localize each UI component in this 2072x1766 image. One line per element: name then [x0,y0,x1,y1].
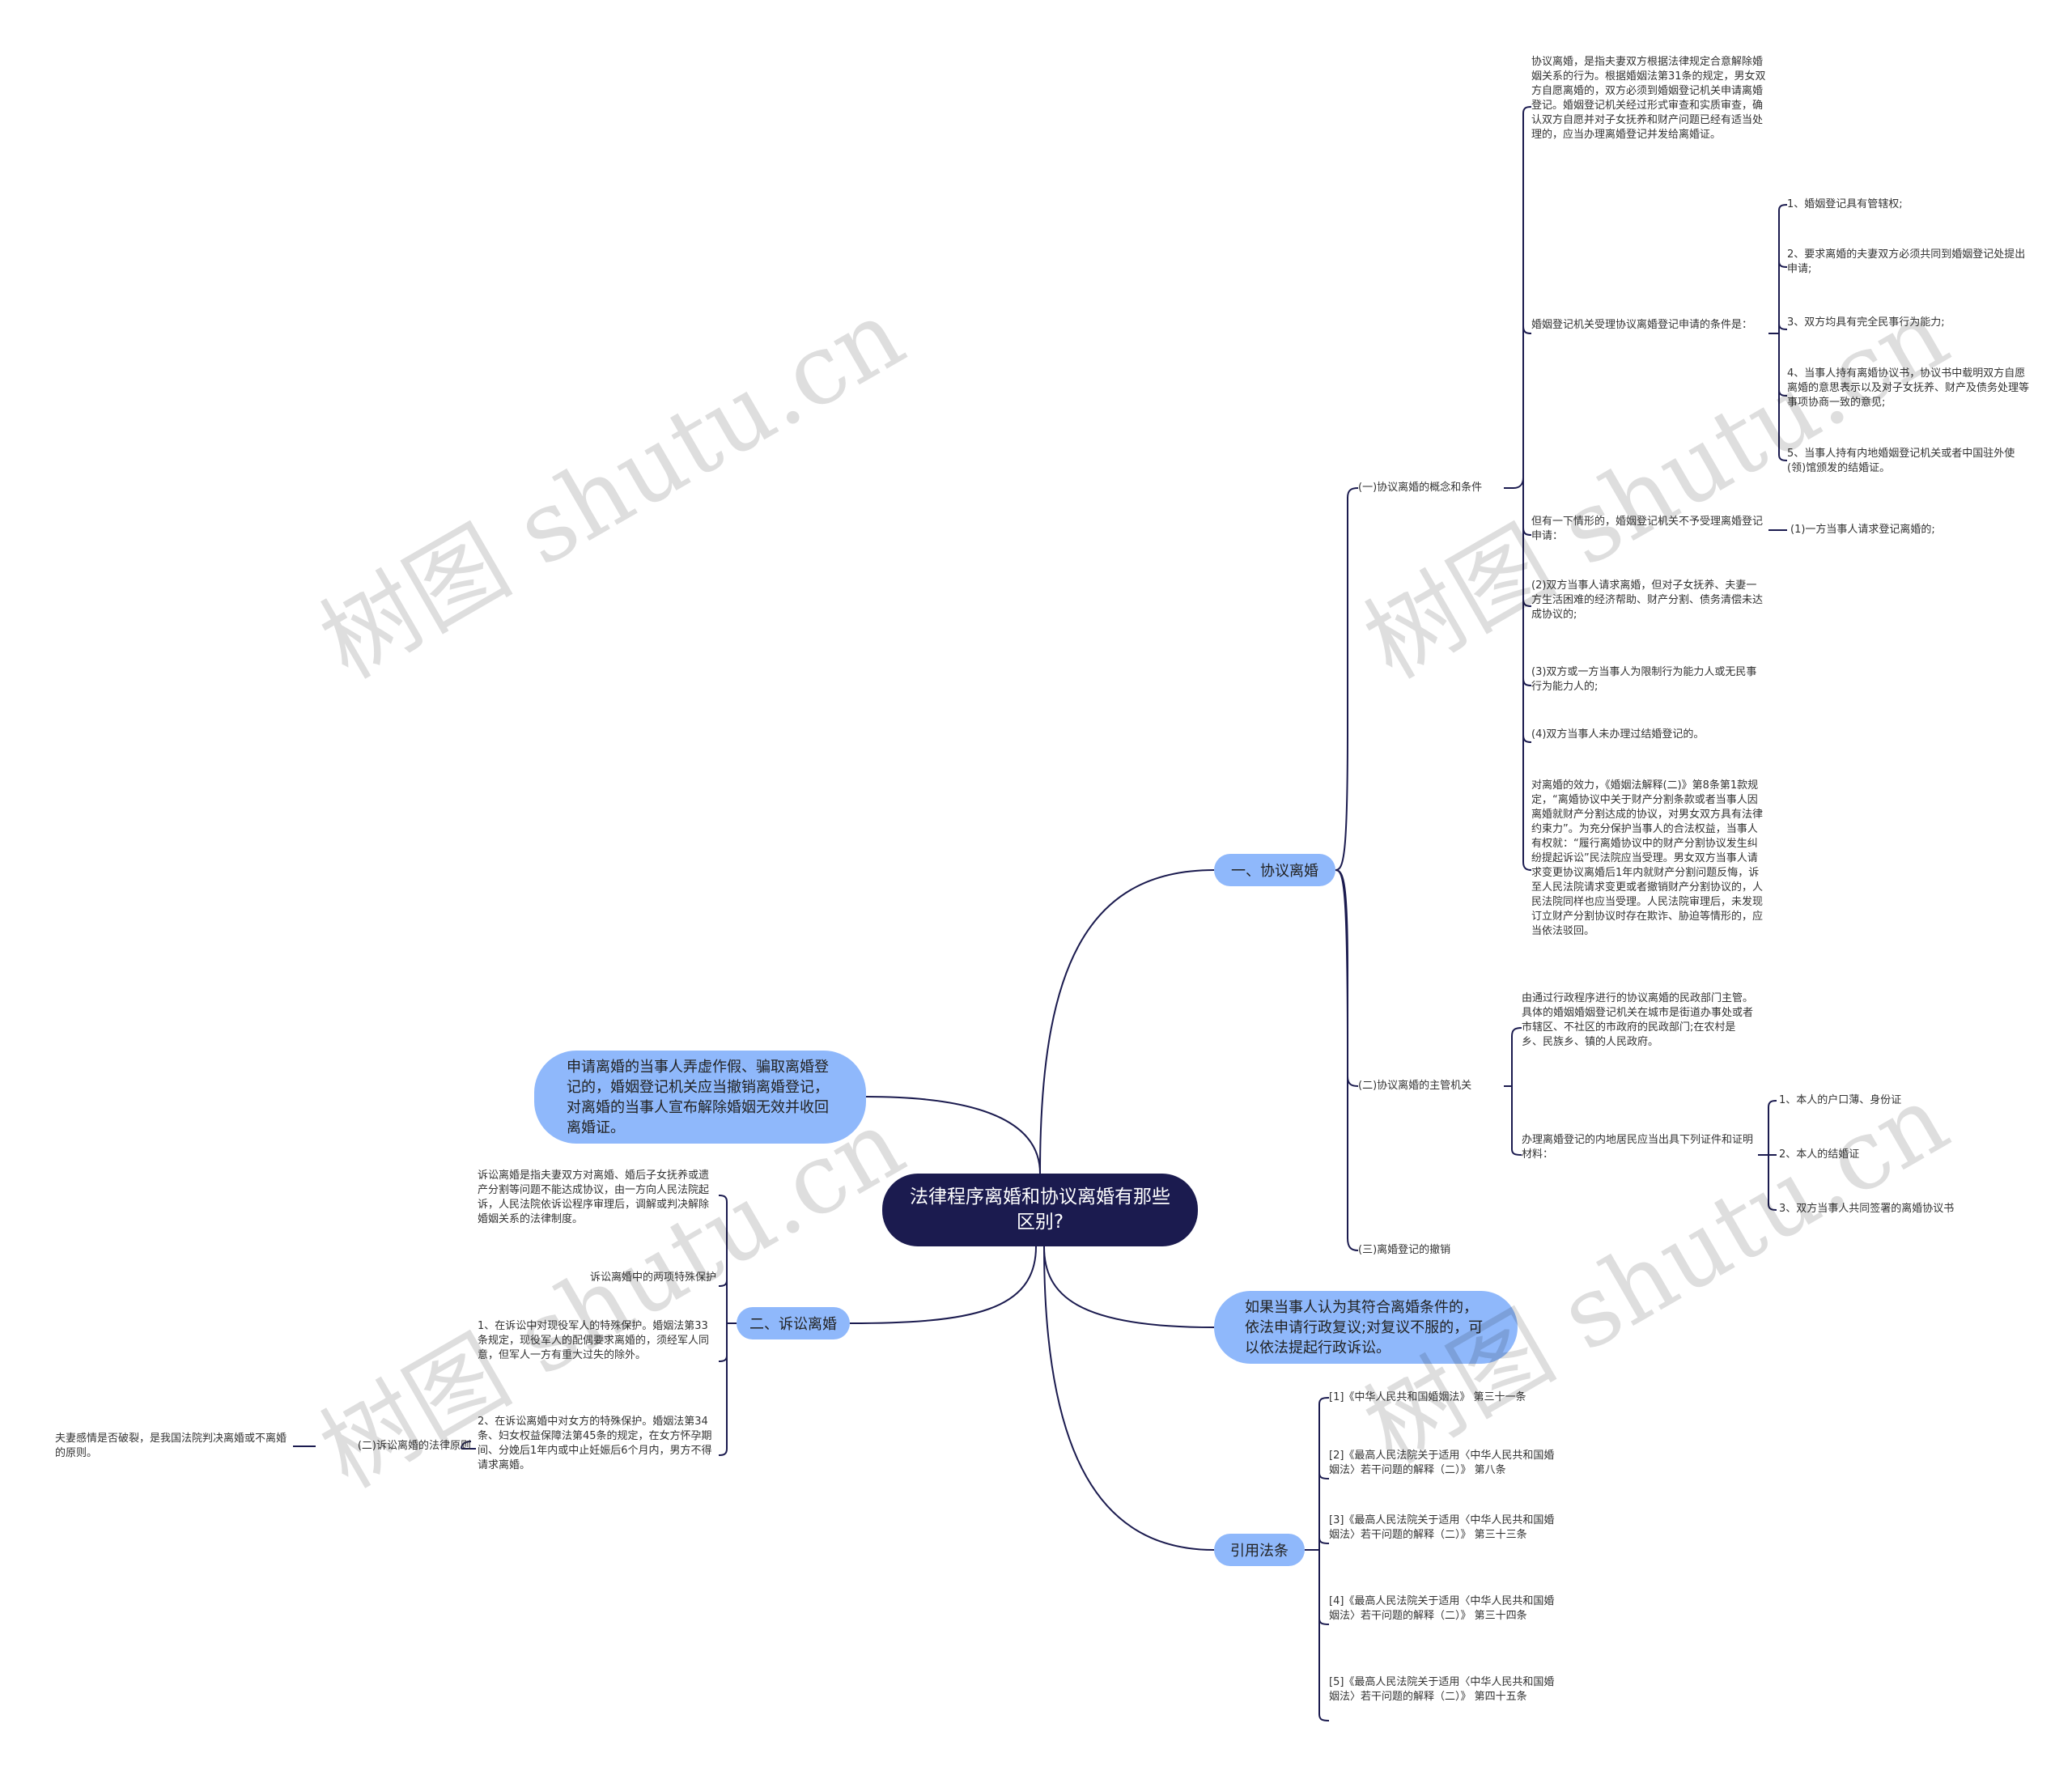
law-ref-item[interactable]: [1]《中华人民共和国婚姻法》 第三十一条 [1329,1391,1526,1403]
appeal-bubble[interactable]: 如果当事人认为其符合离婚条件的，依法申请行政复议;对复议不服的，可以依法提起行政… [1214,1291,1518,1364]
refuse-item-2: (2)双方当事人请求离婚，但对子女抚养、夫妻一方生活困难的经济帮助、财产分割、债… [1531,579,1764,621]
root-topic[interactable]: 法律程序离婚和协议离婚有那些区别? [882,1174,1198,1246]
condition-item: 2、要求离婚的夫妻双方必须共同到婚姻登记处提出申请; [1787,248,2026,275]
revoke-label[interactable]: (三)离婚登记的撤销 [1358,1244,1451,1256]
special-protection-label[interactable]: 诉讼离婚中的两项特殊保护 [589,1271,716,1284]
concept-conditions-label[interactable]: (一)协议离婚的概念和条件 [1358,482,1483,494]
special-protection-military: 1、在诉讼中对现役军人的特殊保护。婚姻法第33条规定，现役军人的配偶要求离婚的，… [478,1320,710,1361]
divorce-effect-text: 对离婚的效力，《婚姻法解释(二)》第8条第1款规定，“离婚协议中关于财产分割条款… [1531,779,1764,937]
refuse-item-4: (4)双方当事人未办理过结婚登记的。 [1531,728,1705,741]
condition-item: 3、双方均具有完全民事行为能力; [1787,316,1945,329]
appeal-text: 如果当事人认为其符合离婚条件的，依法申请行政复议;对复议不服的，可以依法提起行政… [1245,1298,1484,1356]
fraud-revoke-text: 申请离婚的当事人弄虚作假、骗取离婚登记的，婚姻登记机关应当撤销离婚登记，对离婚的… [567,1058,829,1136]
authority-label[interactable]: (二)协议离婚的主管机关 [1358,1080,1472,1092]
condition-item: 4、当事人持有离婚协议书，协议书中载明双方自愿离婚的意思表示以及对子女抚养、财产… [1787,367,2030,409]
condition-item: 5、当事人持有内地婚姻登记机关或者中国驻外使(领)馆颁发的结婚证。 [1787,448,2015,474]
special-protection-female: 2、在诉讼离婚中对女方的特殊保护。婚姻法第34条、妇女权益保障法第45条的规定，… [478,1416,712,1471]
materials-label[interactable]: 办理离婚登记的内地居民应当出具下列证件和证明材料： [1522,1134,1754,1161]
material-item: 3、双方当事人共同签署的离婚协议书 [1779,1203,1955,1215]
branch-agreement-divorce[interactable]: 一、协议离婚 [1214,854,1335,886]
branch-litigation-divorce[interactable]: 二、诉讼离婚 [737,1307,850,1339]
condition-item: 1、婚姻登记具有管辖权; [1787,198,1903,210]
principle-label[interactable]: (二)诉讼离婚的法律原则 [357,1440,471,1452]
principle-text: 夫妻感情是否破裂，是我国法院判决离婚或不离婚的原则。 [55,1433,287,1459]
law-ref-item[interactable]: [4]《最高人民法院关于适用〈中华人民共和国婚姻法〉若干问题的解释（二）》 第三… [1329,1595,1555,1622]
material-item: 1、本人的户口薄、身份证 [1779,1094,1902,1106]
branch-cited-laws[interactable]: 引用法条 [1214,1534,1305,1566]
refuse-item-1: (1)一方当事人请求登记离婚的; [1790,524,1935,536]
law-ref-item[interactable]: [5]《最高人民法院关于适用〈中华人民共和国婚姻法〉若干问题的解释（二）》 第四… [1329,1676,1555,1703]
refuse-label[interactable]: 但有一下情形的，婚姻登记机关不予受理离婚登记申请： [1531,516,1764,542]
concept-definition-text: 协议离婚，是指夫妻双方根据法律规定合意解除婚姻关系的行为。根据婚姻法第31条的规… [1531,56,1766,141]
refuse-item-3: (3)双方或一方当事人为限制行为能力人或无民事行为能力人的; [1531,666,1757,693]
authority-desc: 由通过行政程序进行的协议离婚的民政部门主管。具体的婚姻婚姻登记机关在城市是街道办… [1522,992,1754,1048]
material-item: 2、本人的结婚证 [1779,1148,1860,1161]
fraud-revoke-bubble[interactable]: 申请离婚的当事人弄虚作假、骗取离婚登记的，婚姻登记机关应当撤销离婚登记，对离婚的… [534,1051,866,1144]
law-ref-item[interactable]: [2]《最高人民法院关于适用〈中华人民共和国婚姻法〉若干问题的解释（二）》 第八… [1329,1450,1555,1476]
conditions-label[interactable]: 婚姻登记机关受理协议离婚登记申请的条件是： [1531,319,1753,331]
law-ref-item[interactable]: [3]《最高人民法院关于适用〈中华人民共和国婚姻法〉若干问题的解释（二）》 第三… [1329,1514,1555,1541]
litigation-definition-text: 诉讼离婚是指夫妻双方对离婚、婚后子女抚养或遗产分割等问题不能达成协议，由一方向人… [478,1170,710,1225]
